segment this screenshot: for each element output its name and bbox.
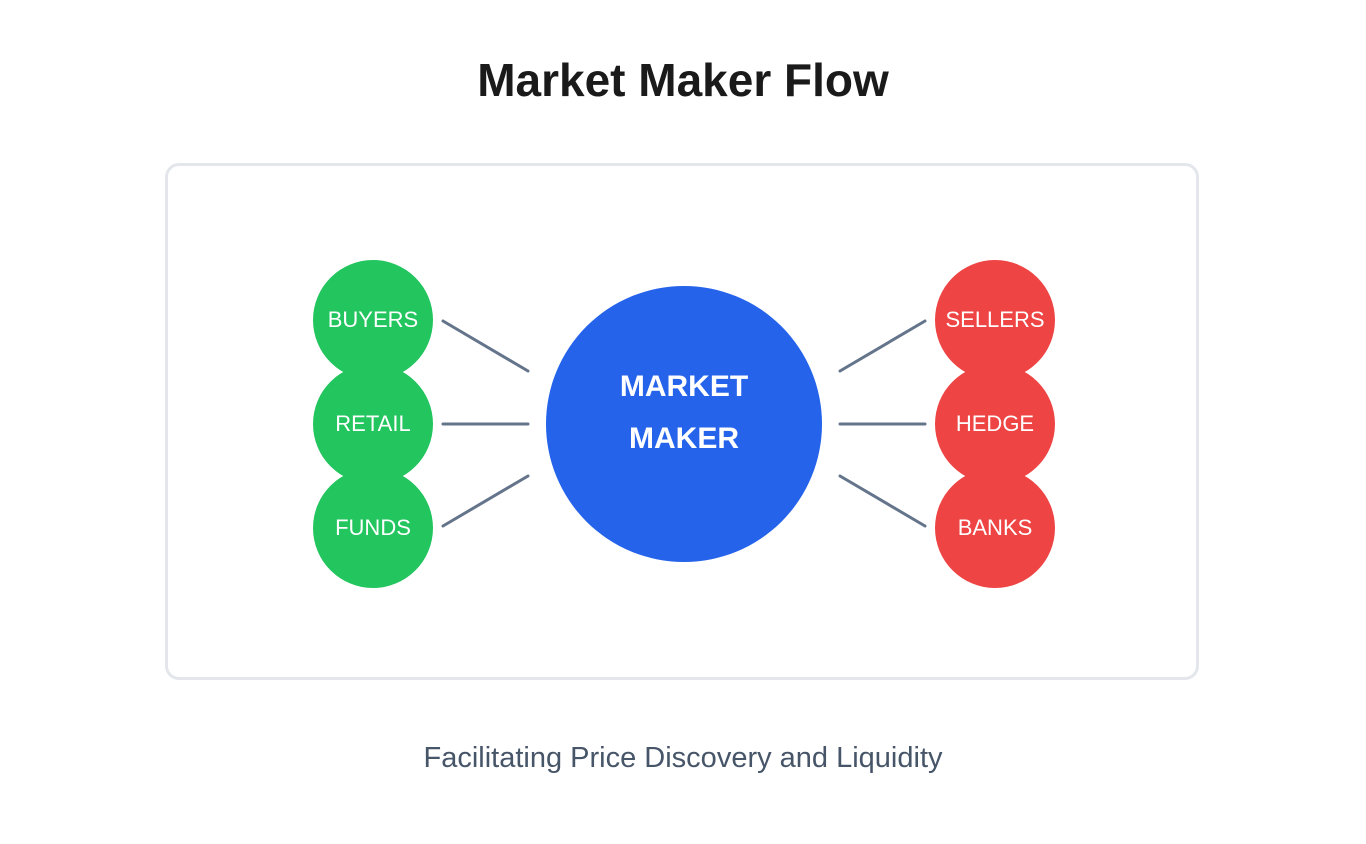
caption: Facilitating Price Discovery and Liquidi… [423, 742, 943, 774]
page-title: Market Maker Flow [477, 54, 889, 106]
node-market-maker: MARKET MAKER [546, 286, 822, 562]
node-banks: BANKS [935, 468, 1055, 588]
connector-buyers [441, 319, 530, 373]
connector-funds [441, 474, 530, 528]
node-funds: FUNDS [313, 468, 433, 588]
node-retail: RETAIL [313, 364, 433, 484]
center-label-line1: MARKET [619, 370, 749, 403]
node-retail-label: RETAIL [335, 411, 411, 436]
connector-sellers [838, 319, 927, 373]
node-sellers-label: SELLERS [945, 307, 1045, 332]
node-buyers-label: BUYERS [327, 307, 419, 332]
node-hedge: HEDGE [935, 364, 1055, 484]
node-funds-label: FUNDS [335, 515, 411, 540]
node-hedge-label: HEDGE [955, 411, 1035, 436]
node-sellers: SELLERS [935, 260, 1055, 380]
node-banks-label: BANKS [957, 515, 1033, 540]
node-buyers: BUYERS [313, 260, 433, 380]
connector-banks [838, 474, 927, 528]
center-label-line2: MAKER [629, 422, 739, 455]
